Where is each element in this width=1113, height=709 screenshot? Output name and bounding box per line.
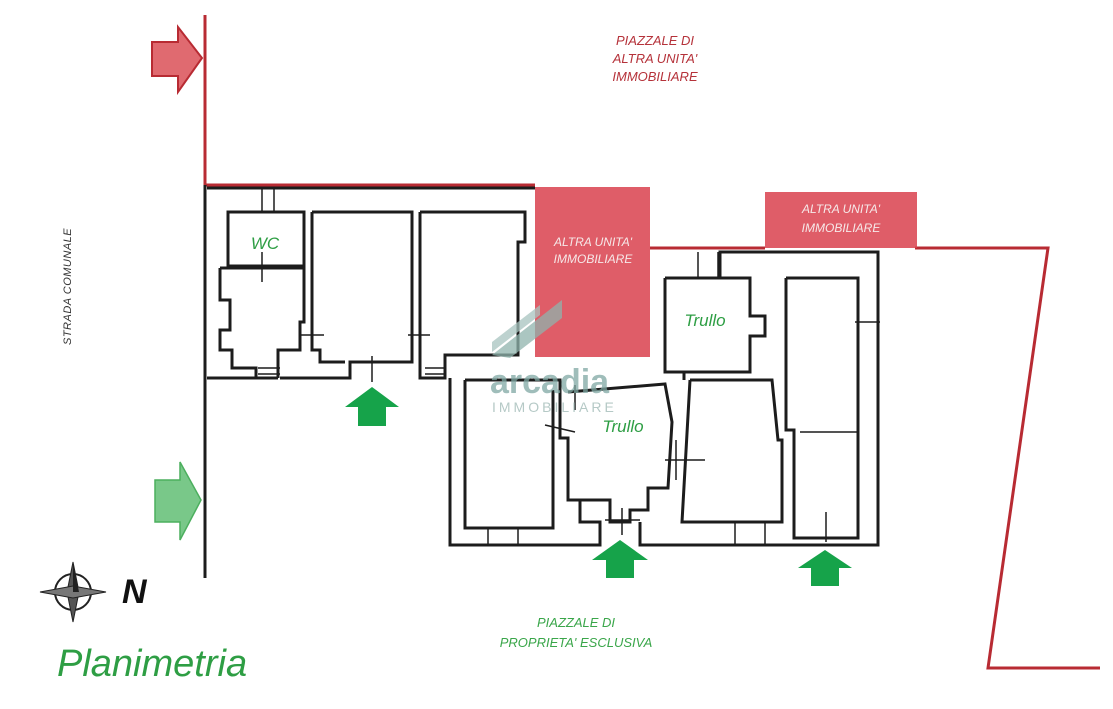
boundary-other-unit xyxy=(203,15,1100,670)
svg-text:ALTRA UNITA': ALTRA UNITA' xyxy=(801,202,881,216)
bottom-area-label: PIAZZALE DI PROPRIETA' ESCLUSIVA xyxy=(500,615,653,650)
watermark-sub: IMMOBILIARE xyxy=(492,399,617,415)
arrow-right-red-icon xyxy=(151,24,204,96)
arrow-up-green-icon xyxy=(345,387,399,426)
north-label: N xyxy=(122,573,148,611)
page-title: Planimetria xyxy=(57,643,247,685)
other-unit-block-2 xyxy=(765,192,917,248)
other-unit-label-1: ALTRA UNITA' IMMOBILIARE xyxy=(553,235,633,266)
svg-text:PIAZZALE DI: PIAZZALE DI xyxy=(616,33,694,48)
watermark-brand: arcadia xyxy=(490,363,610,401)
svg-text:ALTRA UNITA': ALTRA UNITA' xyxy=(553,235,633,249)
road-label: STRADA COMUNALE xyxy=(62,228,74,345)
svg-text:PIAZZALE DI: PIAZZALE DI xyxy=(537,615,615,630)
room-label-trullo: Trullo xyxy=(684,311,725,330)
arrow-up-green-icon xyxy=(592,540,648,578)
other-unit-block-1 xyxy=(535,187,650,357)
svg-text:IMMOBILIARE: IMMOBILIARE xyxy=(612,69,698,84)
arrow-up-green-icon xyxy=(798,550,852,586)
arrow-right-green-icon xyxy=(154,461,202,541)
svg-text:IMMOBILIARE: IMMOBILIARE xyxy=(802,221,882,235)
watermark-logo: arcadia IMMOBILIARE xyxy=(490,300,617,415)
top-area-label: PIAZZALE DI ALTRA UNITA' IMMOBILIARE xyxy=(612,33,698,84)
building-south-block xyxy=(448,250,880,547)
building-west-block xyxy=(207,186,535,382)
compass-rose-icon xyxy=(39,561,107,623)
svg-text:ALTRA UNITA': ALTRA UNITA' xyxy=(612,51,698,66)
room-label-trullo: Trullo xyxy=(602,417,643,436)
svg-text:PROPRIETA' ESCLUSIVA: PROPRIETA' ESCLUSIVA xyxy=(500,635,653,650)
room-label-wc: WC xyxy=(251,234,280,253)
other-unit-label-2: ALTRA UNITA' IMMOBILIARE xyxy=(801,202,881,235)
svg-text:IMMOBILIARE: IMMOBILIARE xyxy=(554,252,634,266)
